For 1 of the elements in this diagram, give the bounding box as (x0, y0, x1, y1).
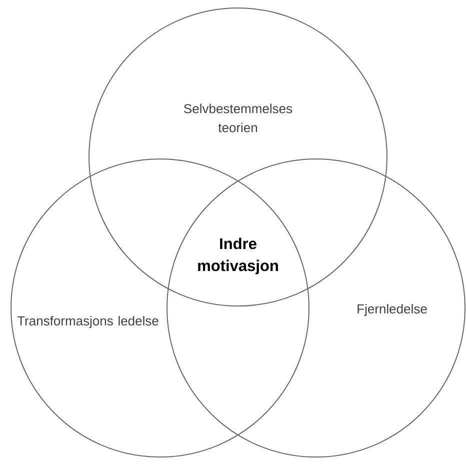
center-label: Indre motivasjon (198, 238, 278, 274)
